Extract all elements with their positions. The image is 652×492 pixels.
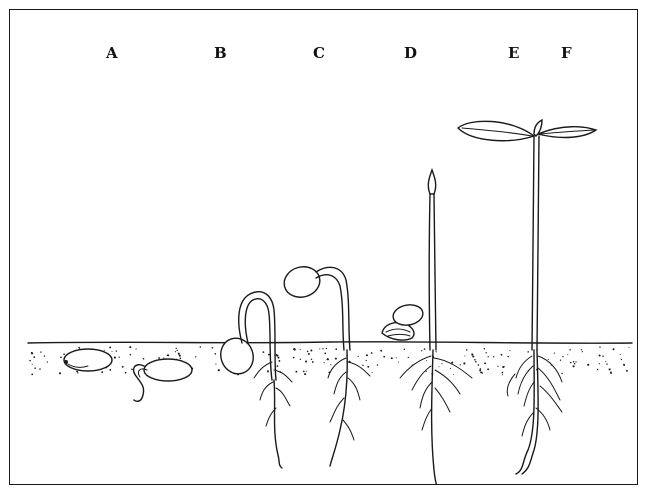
germination-drawing: [10, 10, 638, 485]
figure-frame: A B C D E F: [9, 9, 638, 485]
stage-ef-seedling: [458, 120, 596, 474]
stage-a-germinating-seed: [134, 359, 192, 401]
stage-a-seed: [64, 349, 112, 371]
stage-c-seedling: [281, 263, 370, 466]
soil-stipple: [29, 346, 629, 375]
soil-surface-line: [28, 342, 632, 343]
stage-d-seedling: [382, 170, 472, 485]
stage-b-seedling: [216, 292, 292, 468]
